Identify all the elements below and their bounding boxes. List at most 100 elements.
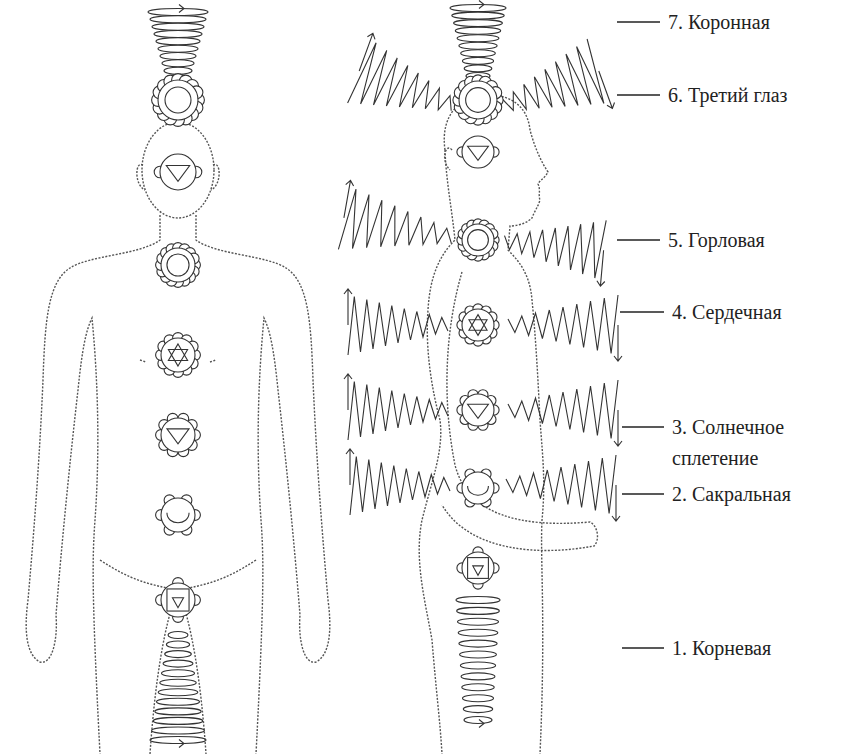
vortex-spiral bbox=[461, 50, 496, 57]
vortex-spiral bbox=[152, 23, 204, 30]
chakra-disc bbox=[462, 552, 494, 584]
chakra-disc bbox=[161, 338, 195, 372]
chakra-disc bbox=[160, 154, 196, 190]
chakra-disc bbox=[462, 136, 494, 168]
vortex-spiral bbox=[160, 679, 196, 686]
vortex-spiral bbox=[463, 706, 492, 713]
vortex-spiral bbox=[158, 45, 198, 52]
chakra-disc bbox=[462, 394, 494, 426]
vortex-arrow bbox=[614, 325, 622, 361]
vortex-cone bbox=[503, 39, 604, 110]
chakra-hexagram bbox=[469, 315, 487, 336]
vortex-spiral bbox=[459, 640, 497, 647]
chakra-disc bbox=[462, 472, 494, 504]
vortex-arrow bbox=[597, 250, 605, 286]
vortex-arrow bbox=[599, 71, 615, 109]
chakra-lotus bbox=[453, 75, 503, 125]
leader-line bbox=[620, 311, 664, 313]
vortex-spiral bbox=[454, 20, 503, 27]
leader-line bbox=[617, 94, 660, 96]
chakra-label: 1. Корневая bbox=[672, 635, 771, 661]
vortex-spiral bbox=[458, 618, 499, 625]
vortex-cone bbox=[505, 220, 607, 278]
vortex-cone bbox=[508, 295, 618, 354]
vortex-spiral bbox=[452, 12, 504, 19]
leader-line bbox=[617, 239, 660, 241]
vortex-cone bbox=[348, 382, 448, 441]
leader-line bbox=[622, 647, 664, 649]
vortex-spiral bbox=[462, 684, 494, 691]
vortex-arrow bbox=[179, 740, 184, 748]
chakra-inner bbox=[165, 87, 191, 113]
chakra-label: 3. Солнечное сплетение bbox=[672, 412, 852, 474]
vortex-arrow bbox=[614, 410, 622, 446]
chakra-triangle bbox=[172, 598, 183, 608]
chakra-triangle bbox=[468, 404, 489, 418]
vortex-spiral bbox=[461, 673, 495, 680]
vortex-spiral bbox=[464, 65, 492, 72]
chakra-disc bbox=[462, 224, 494, 256]
chakra-lotus bbox=[457, 547, 499, 589]
vortex-spiral bbox=[458, 629, 498, 636]
body-left bbox=[26, 215, 160, 754]
vortex-arrow bbox=[344, 289, 352, 325]
vortex-arrow bbox=[479, 720, 484, 728]
chakra-inner bbox=[167, 254, 189, 276]
chakra-triangle bbox=[468, 146, 489, 160]
vortex-spiral bbox=[160, 53, 196, 60]
vortex-spiral bbox=[450, 5, 506, 12]
chakra-square bbox=[468, 558, 489, 579]
chakra-lotus bbox=[154, 154, 202, 190]
vortex-spiral bbox=[150, 16, 206, 23]
chakra-lotus bbox=[457, 304, 499, 346]
body-right bbox=[196, 215, 330, 754]
vortex-cone bbox=[348, 297, 448, 356]
vortex-arrow bbox=[179, 5, 184, 13]
chakra-lotus bbox=[457, 136, 499, 168]
energy-vortices bbox=[148, 1, 622, 748]
front-figure bbox=[26, 122, 330, 754]
vortex-spiral bbox=[165, 651, 192, 658]
chakra-lotus bbox=[156, 495, 201, 535]
chakra-triangle bbox=[166, 166, 189, 182]
chakra-lotus bbox=[152, 74, 205, 127]
chakra-disc bbox=[161, 248, 195, 282]
vortex-arrow bbox=[346, 449, 354, 485]
chakra-label: 4. Сердечная bbox=[672, 299, 782, 325]
chakra-label: 6. Третий глаз bbox=[668, 82, 787, 108]
chakra-inner bbox=[468, 230, 489, 251]
leader-line bbox=[622, 426, 664, 428]
vortex-cone bbox=[338, 189, 451, 249]
chakra-label: 7. Коронная bbox=[668, 9, 770, 35]
vortex-arrow bbox=[479, 1, 484, 9]
leader-line bbox=[622, 493, 664, 495]
vortex-arrow bbox=[344, 180, 354, 217]
head bbox=[142, 122, 214, 218]
vortex-spiral bbox=[162, 670, 195, 677]
vortex-spiral bbox=[460, 662, 495, 669]
vortex-spiral bbox=[463, 695, 494, 702]
vortex-cone bbox=[348, 43, 452, 111]
vortex-spiral bbox=[157, 698, 200, 705]
body-details bbox=[100, 360, 256, 590]
chakra-disc bbox=[161, 583, 195, 617]
chakra-triangle bbox=[473, 566, 483, 575]
chakra-disc bbox=[158, 80, 198, 120]
chakra-lotus bbox=[457, 219, 499, 261]
chakra-triangle bbox=[167, 429, 189, 444]
chakra-lotus bbox=[156, 243, 201, 288]
vortex-spiral bbox=[462, 57, 493, 64]
vortex-spiral bbox=[155, 708, 201, 715]
vortex-spiral bbox=[168, 632, 188, 639]
chakra-hexagram bbox=[168, 344, 187, 366]
side-front-outline bbox=[444, 95, 548, 754]
chakra-label: 5. Горловая bbox=[668, 227, 765, 253]
vortex-spiral bbox=[153, 717, 202, 724]
chakra-disc bbox=[161, 418, 195, 452]
chakra-disc bbox=[161, 498, 195, 532]
chakra-crescent bbox=[468, 486, 489, 495]
vortex-spiral bbox=[464, 717, 492, 724]
chakra-lotus bbox=[457, 469, 499, 507]
chakra-lotus bbox=[457, 390, 499, 431]
chakra-square bbox=[167, 589, 189, 611]
